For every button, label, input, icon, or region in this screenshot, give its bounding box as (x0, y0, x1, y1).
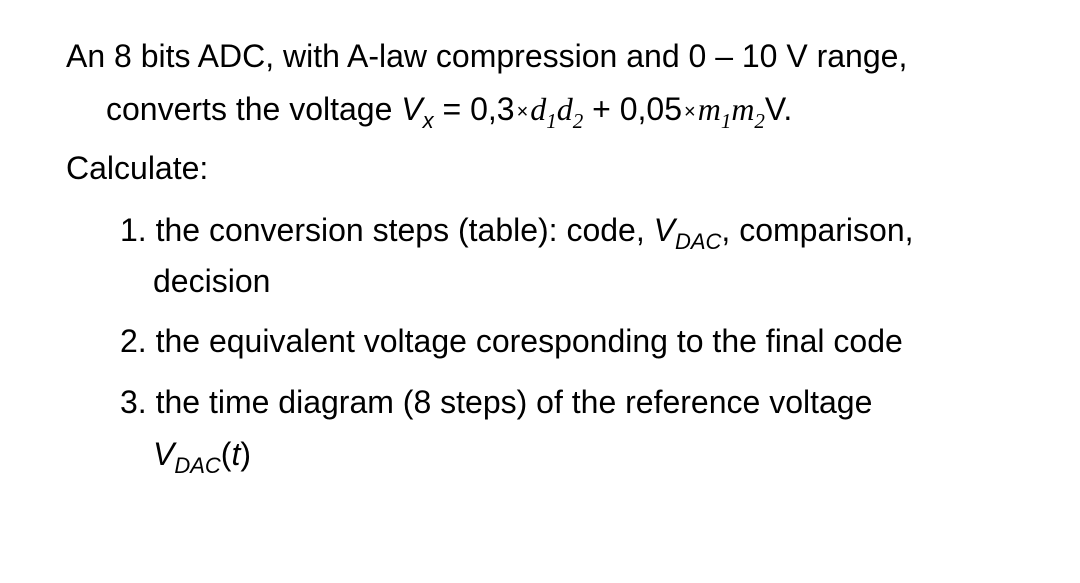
paren-open: ( (220, 436, 232, 472)
formula-m2-sub: 2 (754, 109, 765, 133)
vdac-sub: DAC (674, 229, 722, 254)
formula-d1: d (530, 91, 547, 127)
task-item-1-continuation: decision (153, 262, 270, 300)
task-number: 2. (120, 323, 147, 359)
formula-var: V (401, 91, 423, 127)
task-text: the equivalent voltage coresponding to t… (146, 323, 903, 359)
paren-close: ) (240, 436, 251, 472)
formula-var-sub: x (422, 108, 434, 133)
formula-d2-sub: 2 (572, 109, 584, 133)
times-sign-1: × (516, 101, 529, 123)
intro-text-2: converts the voltage (106, 91, 402, 127)
time-var: t (231, 436, 241, 472)
formula-plus: + 0,05 (583, 91, 683, 127)
formula-d1-sub: 1 (546, 109, 557, 133)
formula-m2: m (731, 91, 755, 127)
vdac-var: V (653, 212, 675, 248)
formula-unit: V. (764, 91, 793, 127)
task-item-1: 1. the conversion steps (table): code, V… (120, 211, 914, 253)
intro-line-1: An 8 bits ADC, with A-law compression an… (66, 37, 907, 75)
formula-m1-sub: 1 (720, 109, 732, 133)
task-number: 3. (120, 384, 147, 420)
formula-m1: m (697, 91, 721, 127)
formula: Vx = 0,3×d1d2 + 0,05×m1m2V. (401, 91, 793, 132)
vdac-sub: DAC (174, 453, 221, 478)
formula-d2: d (556, 91, 573, 127)
task-text: the time diagram (8 steps) of the refere… (146, 384, 873, 420)
vdac-var: V (153, 436, 175, 472)
times-sign-2: × (684, 101, 696, 123)
intro-line-2: converts the voltage Vx = 0,3×d1d2 + 0,0… (106, 90, 793, 132)
task-text: the conversion steps (table): code, (146, 212, 654, 248)
calculate-label: Calculate: (66, 150, 209, 186)
task-continuation-text: decision (153, 263, 271, 299)
task-item-3: 3. the time diagram (8 steps) of the ref… (120, 383, 872, 421)
task-item-3-continuation: VDAC(t) (153, 435, 251, 477)
task-number: 1. (120, 212, 147, 248)
intro-text-1: An 8 bits ADC, with A-law compression an… (66, 38, 908, 74)
formula-equals: = 0,3 (433, 91, 515, 127)
calculate-heading: Calculate: (66, 149, 208, 187)
task-text-after: , comparison, (721, 212, 914, 248)
task-item-2: 2. the equivalent voltage coresponding t… (120, 322, 903, 360)
